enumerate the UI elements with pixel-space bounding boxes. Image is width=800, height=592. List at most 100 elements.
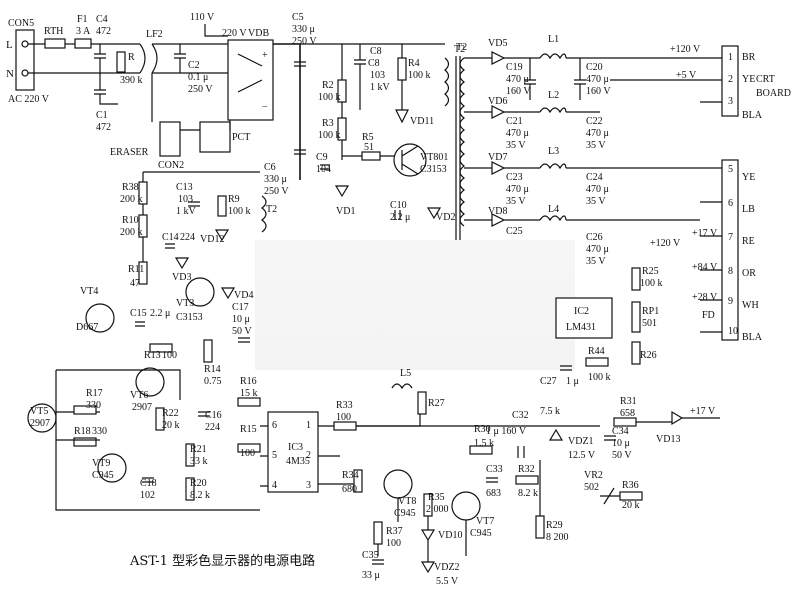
svg-text:+: +	[262, 50, 268, 61]
svg-text:C21: C21	[506, 116, 523, 127]
svg-text:VT4: VT4	[80, 286, 98, 297]
neutral-label: N	[6, 68, 14, 80]
diagram-caption: AST-1 型彩色显示器的电源电路	[129, 553, 315, 569]
svg-text:8 200: 8 200	[546, 532, 569, 543]
svg-text:224: 224	[180, 232, 195, 243]
svg-text:1 kV: 1 kV	[176, 206, 197, 217]
c35-capacitor	[372, 559, 384, 565]
svg-text:10 μ: 10 μ	[612, 438, 630, 449]
c33-capacitor	[486, 477, 498, 483]
svg-text:VT7: VT7	[476, 516, 494, 527]
svg-text:C2: C2	[188, 60, 200, 71]
svg-text:R10: R10	[122, 215, 139, 226]
svg-text:472: 472	[96, 26, 111, 37]
svg-text:C5: C5	[292, 12, 304, 23]
svg-text:C9: C9	[316, 152, 328, 163]
svg-text:8.2 k: 8.2 k	[190, 490, 210, 501]
svg-text:BR: BR	[742, 52, 756, 63]
svg-text:R3: R3	[322, 118, 334, 129]
svg-text:VD7: VD7	[488, 152, 507, 163]
svg-text:L5: L5	[400, 368, 411, 379]
svg-text:C8: C8	[370, 46, 382, 57]
svg-text:R17: R17	[86, 388, 103, 399]
svg-text:WH: WH	[742, 300, 759, 311]
svg-text:390 k: 390 k	[120, 75, 143, 86]
svg-text:VT3: VT3	[176, 298, 194, 309]
c9-capacitor	[320, 164, 330, 170]
vd8-diode	[491, 213, 506, 227]
r9-resistor	[217, 195, 227, 217]
svg-text:5.5 V: 5.5 V	[436, 576, 459, 587]
svg-text:R38: R38	[122, 182, 139, 193]
rp1-potentiometer	[631, 301, 641, 333]
svg-text:R21: R21	[190, 444, 207, 455]
svg-text:R20: R20	[190, 478, 207, 489]
svg-text:T2: T2	[456, 42, 467, 53]
svg-text:C33: C33	[486, 464, 503, 475]
left-control-block: R38 200 k R10 200 k C13 103 1 kV R9 100 …	[27, 171, 277, 511]
r32-resistor	[515, 475, 539, 485]
svg-text:20 k: 20 k	[622, 500, 640, 511]
svg-text:L3: L3	[548, 146, 559, 157]
svg-text:7.5 k: 7.5 k	[540, 406, 560, 417]
svg-text:R4: R4	[408, 58, 420, 69]
svg-text:IC3: IC3	[288, 442, 303, 453]
r29-resistor	[535, 515, 545, 539]
svg-text:1 kV: 1 kV	[370, 82, 391, 93]
svg-text:102: 102	[140, 490, 155, 501]
r-390k	[116, 51, 126, 73]
svg-text:CRT: CRT	[756, 74, 775, 85]
vt9-transistor	[97, 453, 127, 483]
svg-text:F1: F1	[77, 14, 88, 25]
svg-text:VD10: VD10	[438, 530, 462, 541]
vt6-transistor	[135, 367, 165, 397]
svg-text:7: 7	[728, 232, 733, 243]
primary-block: C5 330 μ 250 V C6 330 μ 250 V C8 103 1 k…	[264, 12, 465, 240]
c4-capacitor	[94, 44, 106, 73]
svg-text:501: 501	[642, 318, 657, 329]
svg-text:12.5 V: 12.5 V	[568, 450, 596, 461]
svg-text:2 000: 2 000	[426, 504, 449, 515]
svg-text:RE: RE	[742, 236, 755, 247]
svg-text:250 V: 250 V	[188, 84, 213, 95]
svg-text:658: 658	[620, 408, 635, 419]
r26-resistor	[631, 341, 641, 365]
svg-text:100: 100	[386, 538, 401, 549]
svg-text:C8: C8	[368, 58, 380, 69]
vd1-diode	[334, 185, 350, 198]
svg-text:R44: R44	[588, 346, 605, 357]
r16-resistor	[237, 397, 261, 407]
svg-text:C22: C22	[586, 116, 603, 127]
l2-inductor	[539, 107, 567, 114]
svg-text:330: 330	[92, 426, 107, 437]
svg-text:C945: C945	[470, 528, 492, 539]
svg-text:5: 5	[728, 164, 733, 175]
r30-resistor	[469, 445, 493, 455]
svg-text:C945: C945	[394, 508, 416, 519]
svg-text:R33: R33	[336, 400, 353, 411]
svg-text:VD1: VD1	[336, 206, 355, 217]
svg-text:C6: C6	[264, 162, 276, 173]
svg-text:YE: YE	[742, 74, 755, 85]
svg-text:R18: R18	[74, 426, 91, 437]
svg-text:L4: L4	[548, 204, 559, 215]
l1-inductor	[539, 53, 567, 60]
svg-text:C16: C16	[205, 410, 222, 421]
vd12-diode	[214, 229, 230, 242]
svg-text:502: 502	[584, 482, 599, 493]
r18-resistor	[73, 437, 97, 447]
c15-capacitor	[135, 321, 145, 327]
svg-text:VT8: VT8	[398, 496, 416, 507]
svg-text:+120 V: +120 V	[670, 44, 701, 55]
svg-text:0.75: 0.75	[204, 376, 222, 387]
c27-capacitor	[560, 365, 572, 371]
svg-text:C27: C27	[540, 376, 557, 387]
svg-text:+17 V: +17 V	[690, 406, 716, 417]
svg-text:VD2: VD2	[436, 212, 455, 223]
svg-text:330 μ: 330 μ	[264, 174, 287, 185]
svg-text:LM431: LM431	[566, 322, 596, 333]
watermark-blur	[255, 240, 575, 370]
svg-text:L2: L2	[548, 90, 559, 101]
vdb-bridge	[227, 39, 274, 121]
svg-text:+84 V: +84 V	[692, 262, 718, 273]
